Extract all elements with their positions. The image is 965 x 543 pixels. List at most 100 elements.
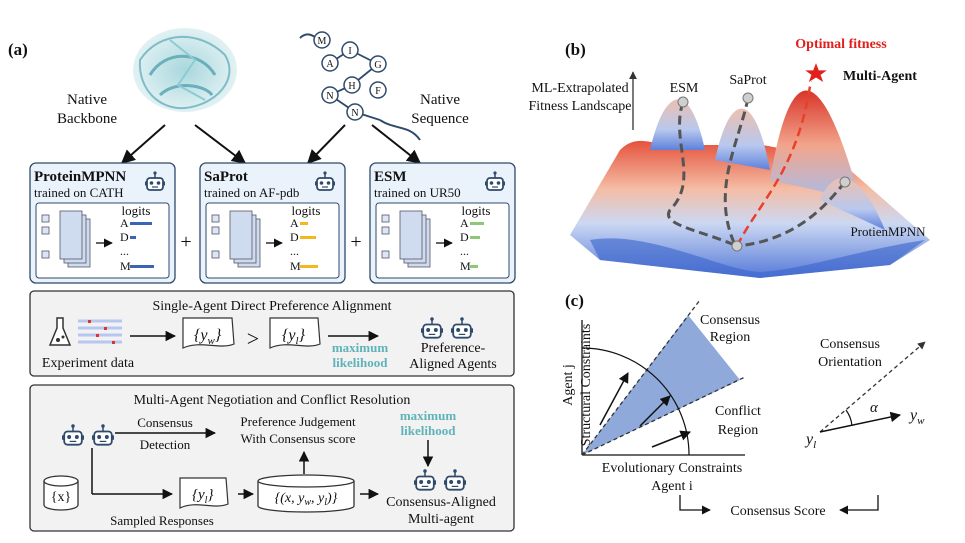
greater-than: > bbox=[247, 326, 259, 351]
residue-circle bbox=[343, 76, 361, 94]
yl-label: yl bbox=[804, 431, 816, 451]
vector-consensus bbox=[639, 395, 671, 427]
multi-agent-title: Multi-Agent Negotiation and Conflict Res… bbox=[134, 393, 411, 408]
pref-judgement-1: Preference Judgement bbox=[240, 414, 356, 429]
robot-icon bbox=[62, 424, 84, 446]
residue-letter: M bbox=[318, 36, 327, 47]
multi-max-likelihood-2: likelihood bbox=[401, 423, 457, 438]
dataset-database-icon bbox=[257, 474, 355, 513]
x-database-icon bbox=[43, 475, 79, 511]
max-likelihood-1: maximum bbox=[332, 340, 389, 355]
path-mpnn bbox=[736, 181, 847, 248]
peak-saprot-label: SaProt bbox=[729, 73, 766, 88]
logit-bar bbox=[470, 265, 478, 268]
native-sequence-label-2: Sequence bbox=[411, 111, 469, 127]
logit-bar bbox=[130, 222, 152, 225]
logit-row-label: ... bbox=[460, 244, 469, 258]
residue-circle bbox=[321, 54, 339, 72]
landscape-axis-label-2: Fitness Landscape bbox=[528, 99, 631, 114]
optimal-fitness-label: Optimal fitness bbox=[795, 37, 887, 52]
pref-judgement-2: With Consensus score bbox=[240, 431, 355, 446]
alpha-arc bbox=[845, 409, 853, 427]
residue-letter: G bbox=[374, 60, 381, 71]
model-training: trained on AF-pdb bbox=[204, 185, 299, 200]
logit-row-label: D bbox=[120, 230, 129, 244]
sampled-doc bbox=[179, 477, 229, 509]
yw-text: {yw} bbox=[194, 327, 222, 347]
arrow-seq-saprot bbox=[307, 124, 346, 165]
orientation-dashed-vector bbox=[819, 341, 926, 433]
consensus-region-wedge bbox=[582, 315, 740, 455]
boundary-lower bbox=[581, 376, 746, 456]
peak-mpnn-dot bbox=[839, 176, 851, 188]
residue-circle bbox=[341, 41, 359, 59]
logit-bar bbox=[470, 222, 484, 225]
residue-letter: N bbox=[326, 91, 333, 102]
logits-label: logits bbox=[462, 203, 491, 218]
arrow-backbone-saprot bbox=[194, 124, 247, 164]
logit-bar bbox=[300, 236, 316, 239]
yl-text: {yl} bbox=[282, 327, 306, 347]
residue-circle bbox=[321, 86, 339, 104]
model-training: trained on CATH bbox=[34, 185, 124, 200]
residue-letter: I bbox=[348, 46, 351, 57]
robot-icon bbox=[421, 317, 443, 339]
start-dot bbox=[731, 240, 743, 252]
logit-row-label: D bbox=[460, 230, 469, 244]
yw-doc bbox=[182, 317, 235, 349]
panel-a-label: (a) bbox=[8, 40, 28, 59]
model-name: SaProt bbox=[204, 169, 248, 185]
logits-label: logits bbox=[122, 203, 151, 218]
xlabel-agent-i: Agent i bbox=[651, 479, 693, 494]
logit-bar bbox=[300, 222, 308, 225]
logit-row-label: ... bbox=[120, 244, 129, 258]
residue-letter: F bbox=[375, 86, 381, 97]
robot-icon bbox=[485, 171, 505, 191]
peak-esm-dot bbox=[677, 96, 689, 108]
model-training: trained on UR50 bbox=[374, 185, 461, 200]
peak-saprot-dot bbox=[742, 92, 754, 104]
vector-agent-j bbox=[599, 372, 629, 426]
max-likelihood-2: likelihood bbox=[333, 355, 389, 370]
sequence-chain: M I G A H F N N bbox=[299, 31, 421, 141]
model-name: ProteinMPNN bbox=[34, 169, 126, 185]
logit-bar bbox=[130, 265, 154, 268]
yl-doc bbox=[269, 317, 321, 349]
logit-row-label: A bbox=[460, 216, 469, 230]
xlabel-evolutionary: Evolutionary Constraints bbox=[602, 461, 742, 476]
plus-sign-1: + bbox=[180, 231, 191, 253]
path-esm bbox=[667, 101, 738, 248]
sampled-responses-label: Sampled Responses bbox=[110, 513, 214, 528]
residue-letter: A bbox=[326, 59, 334, 70]
logit-row-label: A bbox=[290, 216, 299, 230]
residue-letter: N bbox=[351, 108, 358, 119]
dataset-label: {(x, yw, yl)} bbox=[275, 491, 338, 508]
robot-icon bbox=[92, 424, 114, 446]
arrow-right-to-score bbox=[839, 495, 879, 515]
consensus-score-label: Consensus Score bbox=[730, 504, 825, 519]
logit-bar bbox=[130, 236, 136, 239]
logit-row-label: M bbox=[290, 259, 301, 273]
experiment-data-bars bbox=[78, 319, 122, 344]
residue-letter: H bbox=[348, 81, 355, 92]
logit-row-label: M bbox=[460, 259, 471, 273]
experiment-data-label: Experiment data bbox=[42, 356, 135, 371]
boundary-upper bbox=[581, 299, 701, 456]
logit-bar bbox=[300, 265, 318, 268]
flask-icon bbox=[48, 317, 72, 346]
peak-mpnn-label: ProtienMPNN bbox=[850, 224, 926, 239]
panel-b-label: (b) bbox=[565, 40, 586, 59]
robot-icon bbox=[145, 171, 165, 191]
single-agent-title: Single-Agent Direct Preference Alignment bbox=[152, 299, 391, 314]
pref-aligned-label-2: Aligned Agents bbox=[409, 357, 497, 372]
residue-circle bbox=[313, 31, 331, 49]
conflict-region-label-2: Region bbox=[718, 423, 758, 438]
consensus-orientation-label-1: Consensus bbox=[820, 337, 880, 352]
conflict-region-label-1: Conflict bbox=[715, 404, 761, 419]
panel-c-label: (c) bbox=[565, 291, 584, 310]
sampled-yl-text: {yl} bbox=[192, 487, 213, 506]
robot-icon bbox=[414, 469, 436, 491]
ylabel-agent-j: Agent j bbox=[561, 364, 576, 406]
yw-vector bbox=[819, 411, 902, 433]
